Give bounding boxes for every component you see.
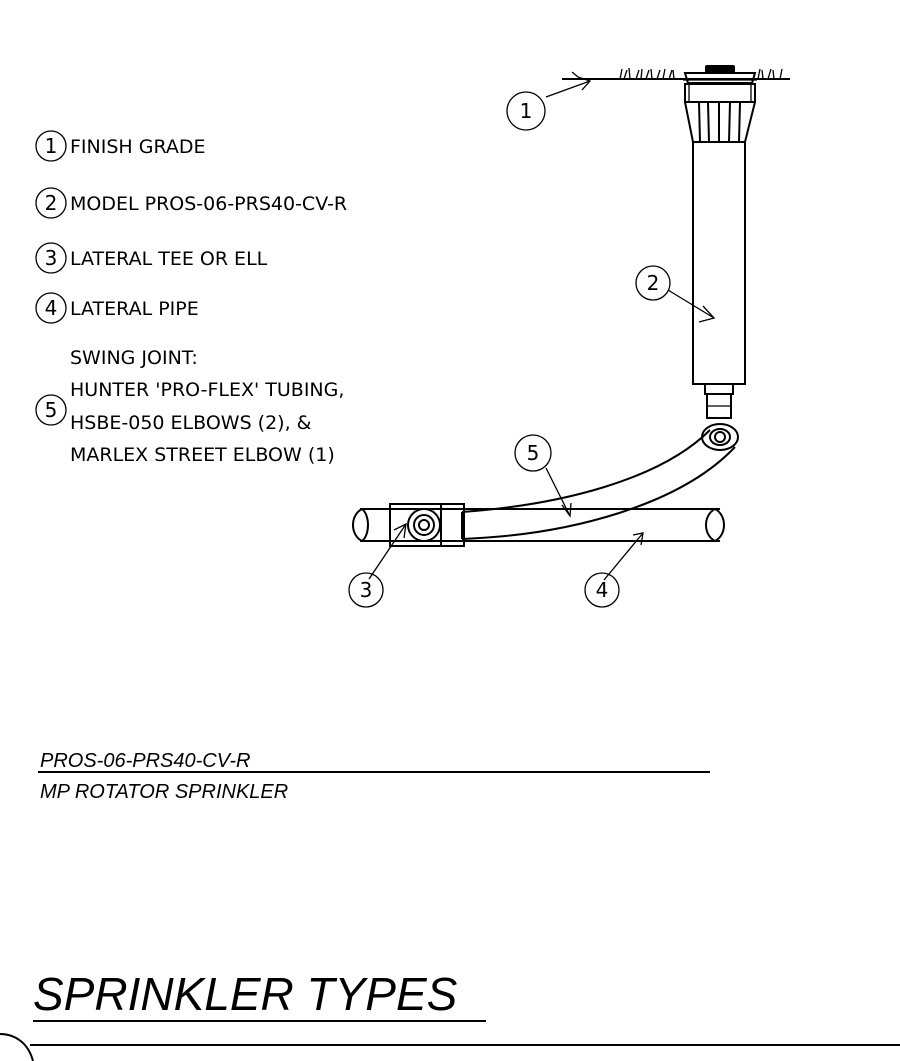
callout-number-2: 2 xyxy=(647,271,660,295)
legend: 1 FINISH GRADE 2 MODEL PROS-06-PRS40-CV-… xyxy=(35,130,347,466)
legend-text-swing-joint: SWING JOINT: xyxy=(70,347,198,369)
legend-item-3: 3 LATERAL TEE OR ELL xyxy=(35,242,268,274)
callout-number-4: 4 xyxy=(596,578,609,602)
detail-model-title: PROS-06-PRS40-CV-R xyxy=(40,750,250,772)
legend-text-lateral-pipe: LATERAL PIPE xyxy=(70,298,199,320)
sheet-frame xyxy=(0,1033,900,1061)
legend-text-street-elbow: MARLEX STREET ELBOW (1) xyxy=(70,444,335,466)
legend-text-finish-grade: FINISH GRADE xyxy=(70,136,206,158)
legend-item-1: 1 FINISH GRADE xyxy=(35,130,206,162)
callout-3: 3 xyxy=(348,572,384,608)
sheet-title-block: SPRINKLER TYPES xyxy=(33,968,486,1022)
callout-4: 4 xyxy=(584,572,620,608)
callout-number-5: 5 xyxy=(527,441,540,465)
sheet-title: SPRINKLER TYPES xyxy=(33,968,458,1020)
sprinkler-cap xyxy=(683,65,757,103)
legend-item-2: 2 MODEL PROS-06-PRS40-CV-R xyxy=(35,187,347,219)
sprinkler-body xyxy=(684,101,756,395)
detail-description: MP ROTATOR SPRINKLER xyxy=(40,781,288,803)
legend-item-5: 5 SWING JOINT: HUNTER 'PRO-FLEX' TUBING,… xyxy=(35,347,344,466)
legend-item-4: 4 LATERAL PIPE xyxy=(35,292,199,324)
legend-number-3: 3 xyxy=(45,246,58,270)
leader-lines xyxy=(368,71,716,581)
legend-text-model: MODEL PROS-06-PRS40-CV-R xyxy=(70,193,347,215)
callout-5: 5 xyxy=(514,434,552,472)
pro-flex-tubing xyxy=(461,429,736,540)
legend-text-lateral-tee: LATERAL TEE OR ELL xyxy=(70,248,268,270)
finish-grade-line xyxy=(562,67,790,80)
callout-2: 2 xyxy=(635,265,671,301)
legend-text-elbows: HSBE-050 ELBOWS (2), & xyxy=(70,412,312,434)
callout-1: 1 xyxy=(506,91,546,131)
legend-number-1: 1 xyxy=(45,134,58,158)
upper-elbow xyxy=(701,393,739,451)
callout-number-1: 1 xyxy=(520,99,533,123)
callout-number-3: 3 xyxy=(360,578,373,602)
detail-title-block: PROS-06-PRS40-CV-R MP ROTATOR SPRINKLER xyxy=(38,750,710,803)
legend-text-pro-flex: HUNTER 'PRO-FLEX' TUBING, xyxy=(70,379,344,401)
legend-number-4: 4 xyxy=(45,296,58,320)
legend-number-2: 2 xyxy=(45,191,58,215)
lateral-tee xyxy=(389,503,465,547)
legend-number-5: 5 xyxy=(45,398,58,422)
